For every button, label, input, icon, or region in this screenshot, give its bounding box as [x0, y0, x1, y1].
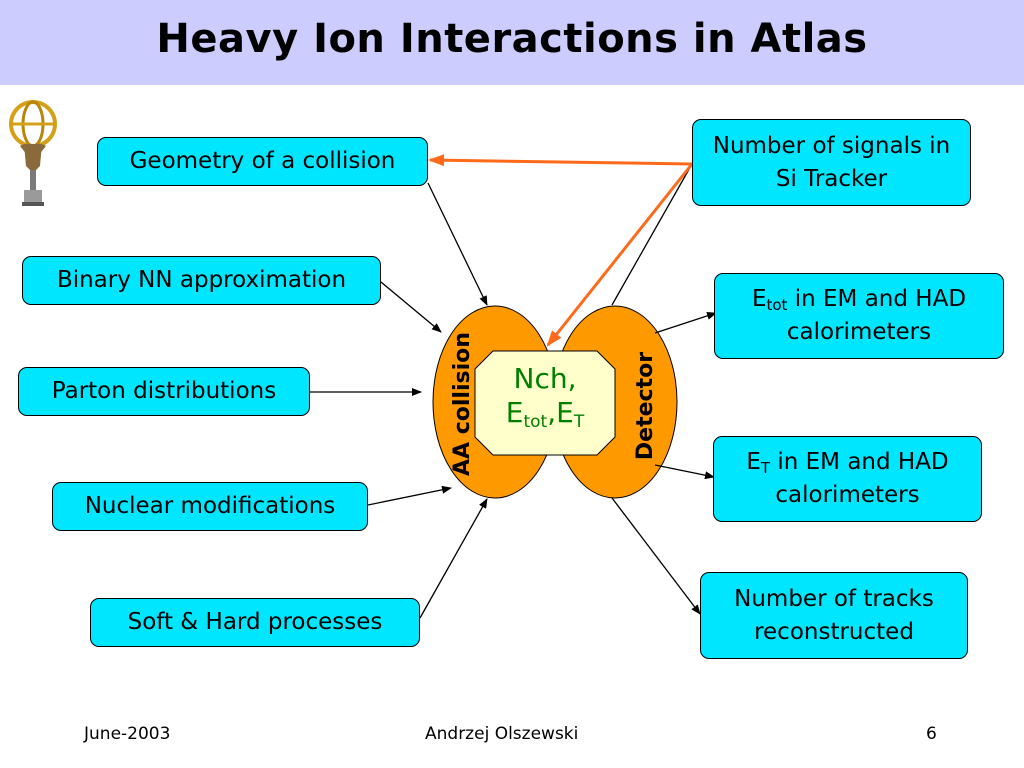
box-etot-calorimeters: Etot in EM and HAD calorimeters: [714, 273, 1004, 359]
title-bar: [0, 0, 1024, 85]
footer-date: June-2003: [84, 724, 171, 744]
atlas-statue-logo: [9, 100, 57, 206]
footer-author: Andrzej Olszewski: [425, 724, 579, 744]
arrow-geometry: [427, 182, 488, 306]
box-binary-nn-approximation: Binary NN approximation: [22, 256, 381, 305]
center-nch: Nch,: [513, 362, 577, 395]
box-nuclear-modifications: Nuclear modifications: [52, 482, 368, 531]
aa-collision-label: AA collision: [450, 332, 475, 476]
center-octagon: [474, 350, 616, 456]
center-energies: Etot,ET: [505, 395, 585, 432]
box-et-calorimeters: ET in EM and HAD calorimeters: [713, 436, 982, 522]
box-tracks-reconstructed: Number of tracks reconstructed: [700, 572, 968, 659]
orange-arrow-to-geometry: [428, 154, 693, 167]
box-si-tracker-signals: Number of signals in Si Tracker: [692, 119, 971, 206]
arrow-binary: [380, 281, 442, 333]
arrow-soft-hard: [419, 498, 488, 619]
orange-arrow-to-center: [546, 163, 694, 347]
box-soft-hard-processes: Soft & Hard processes: [90, 598, 420, 647]
arrow-et: [654, 464, 715, 480]
etot-text: Etot in EM and HAD calorimeters: [751, 286, 967, 346]
box-geometry-of-collision: Geometry of a collision: [97, 137, 428, 186]
line-si-tracker: [611, 163, 693, 306]
footer-page-number: 6: [926, 724, 937, 744]
arrow-etot: [654, 312, 717, 334]
detector-label: Detector: [633, 351, 658, 461]
arrow-nuclear: [367, 485, 452, 506]
et-text: ET in EM and HAD calorimeters: [746, 449, 949, 509]
box-parton-distributions: Parton distributions: [18, 367, 310, 416]
arrow-tracks: [611, 497, 701, 615]
center-label: Nch, Etot,ET: [475, 362, 615, 432]
slide-title: Heavy Ion Interactions in Atlas: [156, 16, 868, 62]
